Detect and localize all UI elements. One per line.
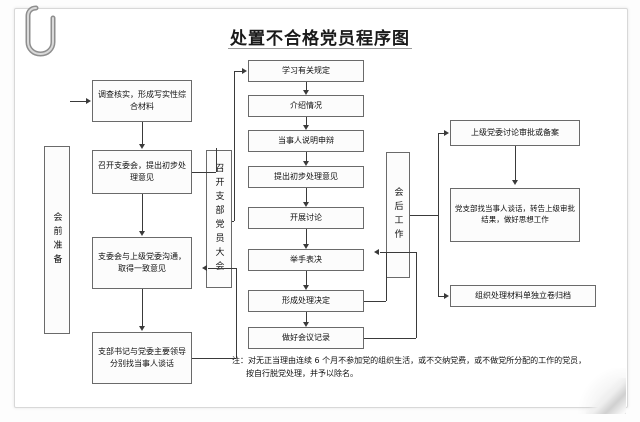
connector-line xyxy=(438,133,444,134)
footnote-line-1: 注：对无正当理由连续 6 个月不参加党的组织生活，或不交纳党费，或不做党所分配的… xyxy=(232,356,587,365)
connector-line xyxy=(515,146,516,180)
connector-line xyxy=(416,252,417,338)
step-branch-inform: 党支部找当事人谈话，转告上级审批结果，做好思想工作 xyxy=(450,188,580,242)
step-meeting-minutes: 做好会议记录 xyxy=(248,327,364,349)
step-secretary-talk: 支部书记与党委主要领导分别找当事人谈话 xyxy=(92,332,192,384)
connector-line xyxy=(380,252,416,253)
connector-arrow xyxy=(86,97,91,104)
connector-arrow xyxy=(138,326,145,331)
connector-arrow xyxy=(511,180,518,185)
connector-line xyxy=(364,338,416,339)
footnote: 注：对无正当理由连续 6 个月不参加党的组织生活，或不交纳党费，或不做党所分配的… xyxy=(232,355,610,381)
connector-line xyxy=(306,82,307,90)
step-show-of-hands: 举手表决 xyxy=(248,249,364,271)
connector-arrow xyxy=(302,202,309,207)
step-person-defense: 当事人说明申辩 xyxy=(248,130,364,152)
connector-line xyxy=(306,312,307,322)
connector-arrow xyxy=(374,248,379,255)
step-upper-approval: 上级党委讨论审批或备案 xyxy=(450,120,580,146)
step-branch-committee: 召开支委会，提出初步处理意见 xyxy=(92,150,192,194)
paperclip-icon xyxy=(25,5,56,57)
step-communicate-upper: 支委会与上级党委沟通，取得一致意见 xyxy=(92,237,192,289)
connector-line xyxy=(306,229,307,244)
connector-line xyxy=(232,221,234,222)
step-introduce: 介绍情况 xyxy=(248,95,364,117)
connector-line xyxy=(438,133,439,296)
phase-pre-meeting: 会前准备 xyxy=(44,146,70,334)
connector-line xyxy=(142,194,143,231)
connector-line xyxy=(234,71,235,221)
connector-arrow xyxy=(302,161,309,166)
connector-arrow xyxy=(242,67,247,74)
connector-line xyxy=(410,215,438,216)
connector-arrow xyxy=(302,244,309,249)
step-investigate: 调查核实，形成写实性综合材料 xyxy=(92,80,192,122)
step-discussion: 开展讨论 xyxy=(248,207,364,229)
connector-arrow xyxy=(302,285,309,290)
connector-line xyxy=(306,271,307,285)
step-form-decision: 形成处理决定 xyxy=(248,290,364,312)
connector-arrow xyxy=(302,125,309,130)
connector-line xyxy=(216,148,217,172)
connector-line xyxy=(70,101,86,102)
connector-line xyxy=(192,172,216,173)
connector-arrow xyxy=(202,264,207,271)
connector-arrow xyxy=(138,144,145,149)
footnote-line-2: 按自行脱党处理，并予以除名。 xyxy=(246,368,358,378)
connector-line xyxy=(234,71,242,72)
connector-arrow xyxy=(138,231,145,236)
connector-arrow xyxy=(302,90,309,95)
title-underline xyxy=(228,48,412,49)
page-title: 处置不合格党员程序图 xyxy=(230,29,410,49)
connector-line xyxy=(364,301,386,302)
connector-arrow xyxy=(444,129,449,136)
connector-line xyxy=(306,152,307,161)
connector-line xyxy=(236,268,237,358)
step-preliminary-opinion: 提出初步处理意见 xyxy=(248,166,364,188)
step-archive: 组织处理材料单独立卷归档 xyxy=(450,285,596,307)
connector-line xyxy=(438,296,444,297)
connector-arrow xyxy=(444,292,449,299)
connector-line xyxy=(142,122,143,144)
connector-line xyxy=(306,117,307,125)
connector-line xyxy=(306,188,307,202)
connector-line xyxy=(192,358,236,359)
connector-arrow xyxy=(302,322,309,327)
step-study-rules: 学习有关规定 xyxy=(248,60,364,82)
phase-post-meeting: 会后工作 xyxy=(386,152,410,278)
connector-line xyxy=(208,268,236,269)
phase-branch-meeting: 召开支部党员大会 xyxy=(206,150,232,288)
connector-line xyxy=(142,289,143,326)
connector-line xyxy=(386,252,387,301)
